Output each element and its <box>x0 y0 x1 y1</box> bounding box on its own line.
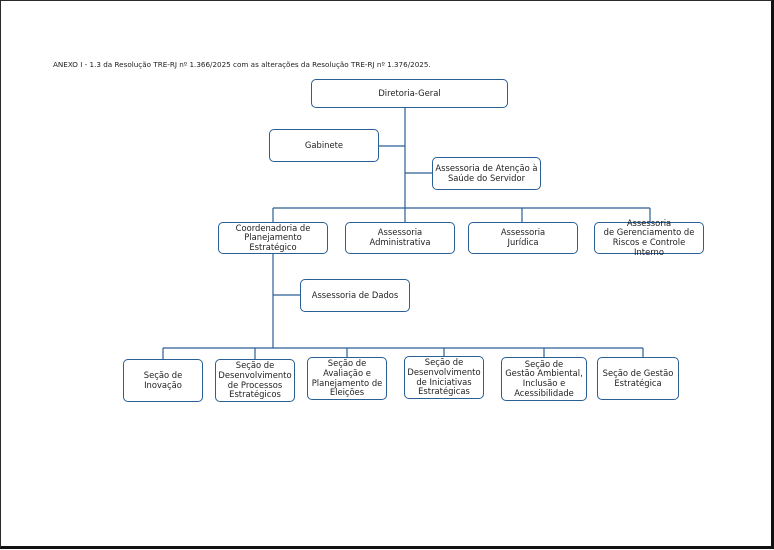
unit-gabinete: Gabinete <box>269 129 379 162</box>
unit-coordenadoria-planejamento: Coordenadoria de Planejamento Estratégic… <box>218 222 328 254</box>
unit-assessoria-riscos-controle: Assessoria de Gerenciamento de Riscos e … <box>594 218 704 256</box>
annex-caption: ANEXO I - 1.3 da Resolução TRE-RJ nº 1.3… <box>53 60 431 69</box>
unit-assessoria-dados: Assessoria de Dados <box>300 279 410 312</box>
unit-assessoria-saude-servidor: Assessoria de Atenção à Saúde do Servido… <box>432 157 541 190</box>
unit-assessoria-administrativa: Assessoria Administrativa <box>345 222 455 254</box>
unit-secao-iniciativas-estrategicas: Seção de Desenvolvimento de Iniciativas … <box>404 356 484 399</box>
unit-secao-gestao-ambiental: Seção de Gestão Ambiental, Inclusão e Ac… <box>501 357 587 401</box>
unit-secao-processos-estrategicos: Seção de Desenvolvimento de Processos Es… <box>215 359 295 402</box>
unit-secao-inovacao: Seção de Inovação <box>123 359 203 402</box>
unit-secao-avaliacao-eleicoes: Seção de Avaliação e Planejamento de Ele… <box>307 357 387 400</box>
unit-secao-gestao-estrategica: Seção de Gestão Estratégica <box>597 357 679 400</box>
unit-diretoria-geral: Diretoria-Geral <box>311 79 508 108</box>
unit-assessoria-juridica: Assessoria Jurídica <box>468 222 578 254</box>
